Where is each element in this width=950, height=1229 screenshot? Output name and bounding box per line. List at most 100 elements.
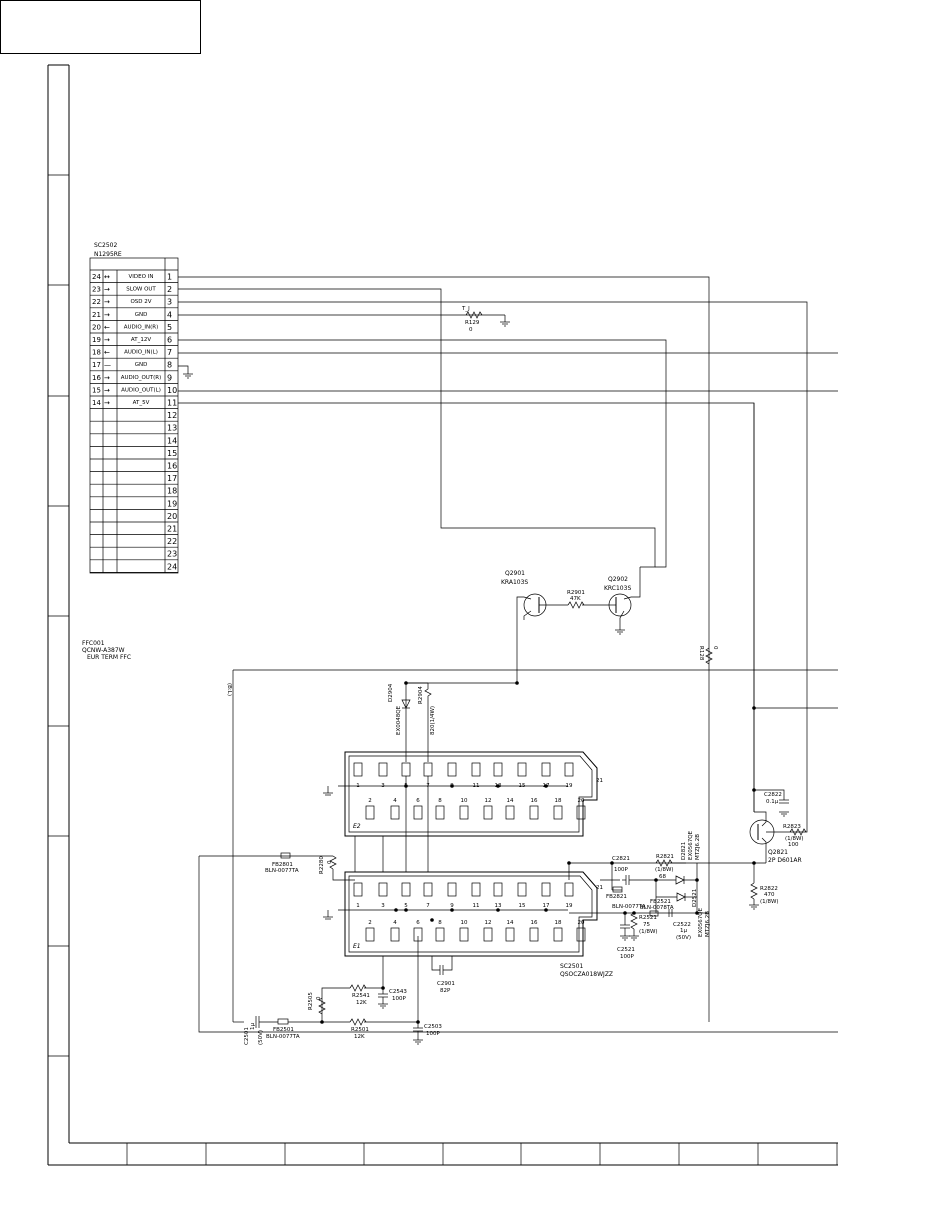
scart-pin (517, 882, 527, 897)
row-signal: AT_5V (133, 400, 150, 406)
d2821-part2: MTZJ6.2B (695, 834, 701, 860)
c2501-val2: (50V) (258, 1030, 264, 1045)
connector-row: 16 (167, 462, 177, 471)
row-pin: 2 (167, 285, 172, 294)
scart-pin-label: 11 (473, 903, 480, 909)
r2541-ref: R2541 (352, 993, 370, 999)
junction-dot (752, 788, 756, 792)
scart-pin-label: 10 (461, 920, 468, 926)
c2522-ref: C2522 (673, 922, 691, 928)
scart-pin-label: 8 (438, 798, 442, 804)
row-pin: 14 (167, 436, 177, 445)
ground-icon (323, 910, 333, 920)
fb2801-r2280: FB2801 BLN-0077TA R2280 0 (198, 852, 838, 1033)
r128-ref: R128 (698, 646, 704, 661)
r129: T_J R129 0 (183, 306, 510, 379)
c2501-val: 1µ (250, 1023, 256, 1030)
scart-pin-label: 7 (426, 903, 430, 909)
page-frame (0, 0, 838, 1166)
scart-pin-label: 18 (555, 798, 562, 804)
r2822-val2: (1/8W) (760, 899, 779, 905)
scart-pin-label: 19 (566, 903, 573, 909)
scart-pin (564, 882, 574, 897)
scart-pin (435, 927, 445, 942)
scart-pin-label: 10 (461, 798, 468, 804)
connector-row: 19 (167, 499, 177, 508)
junction-dot (623, 911, 627, 915)
scart-pin-label: 15 (519, 903, 526, 909)
row-arrow-icon: ↔ (104, 273, 110, 281)
scart-pin-label: 2 (368, 798, 372, 804)
r2280-val: 0 (327, 860, 333, 864)
r2521-ref: R2521 (639, 915, 657, 921)
sc2501-part: QSOCZA018WJZZ (560, 971, 613, 978)
junction-dot (320, 1020, 324, 1024)
r129-note: T_J (461, 306, 470, 312)
scart-pin (423, 882, 433, 897)
scart-pin (493, 762, 503, 777)
scart-pin-label: 2 (368, 920, 372, 926)
c2821-val: 100P (614, 867, 628, 873)
scart-pin (493, 882, 503, 897)
fb2521-part: BLN-0078TA (640, 905, 674, 911)
row-left-pin: 19 (92, 336, 101, 344)
scart-pin (564, 762, 574, 777)
r2505-val: 0 (316, 996, 322, 1000)
scart-pin-label: 14 (507, 920, 514, 926)
r2501-ref: R2501 (351, 1027, 369, 1033)
r2901-val: 47K (570, 596, 581, 602)
row-pin: 16 (167, 462, 177, 471)
row-pin: 15 (167, 449, 177, 458)
r2501-val: 12K (354, 1034, 365, 1040)
r2901-ref: R2901 (567, 590, 585, 596)
ffc001-label: FFC001 QCNW-A387W EUR TERM FFC (B:L) (82, 640, 232, 696)
r2823-val2: 100 (788, 842, 799, 848)
fb2501-ref: FB2501 (273, 1027, 294, 1033)
junction-dot (567, 861, 571, 865)
e1-pin-21: 21 (596, 885, 603, 891)
r128-val: 0 (712, 646, 718, 650)
connector-row: 18 (167, 487, 177, 496)
row-pin: 20 (167, 512, 177, 521)
connector-row: 17 (167, 474, 177, 483)
row-arrow-icon: → (104, 298, 110, 306)
junction-dot (416, 1020, 420, 1024)
c2503-ref: C2503 (424, 1024, 442, 1030)
r2821-ref: R2821 (656, 854, 674, 860)
audio-network: C2501 1µ (50V) FB2501 BLN-0077TA R2501 1… (233, 936, 613, 1045)
c2503-val: 100P (426, 1031, 440, 1037)
scart-pin-label: 12 (485, 798, 492, 804)
connector-row: 23 (167, 550, 177, 559)
scart-pin (483, 805, 493, 820)
row-pin: 1 (167, 273, 172, 282)
connector-row: 20 (167, 512, 177, 521)
e2-pin-21: 21 (596, 778, 603, 784)
row-pin: 3 (167, 298, 172, 307)
row-left-pin: 20 (92, 323, 101, 331)
junction-dot (544, 784, 548, 788)
connector-row: 15 (167, 449, 177, 458)
c2901-val: 82P (440, 988, 451, 994)
junction-dot (695, 878, 699, 882)
scart-pin (390, 805, 400, 820)
q2901-ref: Q2901 (505, 570, 525, 577)
r129-val: 0 (469, 327, 473, 333)
row-signal: AT_12V (131, 337, 151, 343)
row-pin: 18 (167, 487, 177, 496)
q2821-section: C2822 0.1µ R2823 (1/8W) 100 Q2821 2P D60… (749, 403, 807, 910)
scart-pin (413, 805, 423, 820)
fb2501-part: BLN-0077TA (266, 1034, 300, 1040)
scart-pin (423, 762, 433, 777)
c2543-ref: C2543 (389, 989, 407, 995)
scart-pin (378, 762, 388, 777)
fb2821-ref: FB2821 (606, 894, 627, 900)
q2901-part: KRA103S (501, 579, 528, 586)
ffc-ref: FFC001 (82, 640, 105, 647)
r2822-val: 470 (764, 892, 775, 898)
ground-icon (629, 935, 639, 941)
scart-pin (401, 882, 411, 897)
row-pin: 11 (167, 399, 177, 408)
